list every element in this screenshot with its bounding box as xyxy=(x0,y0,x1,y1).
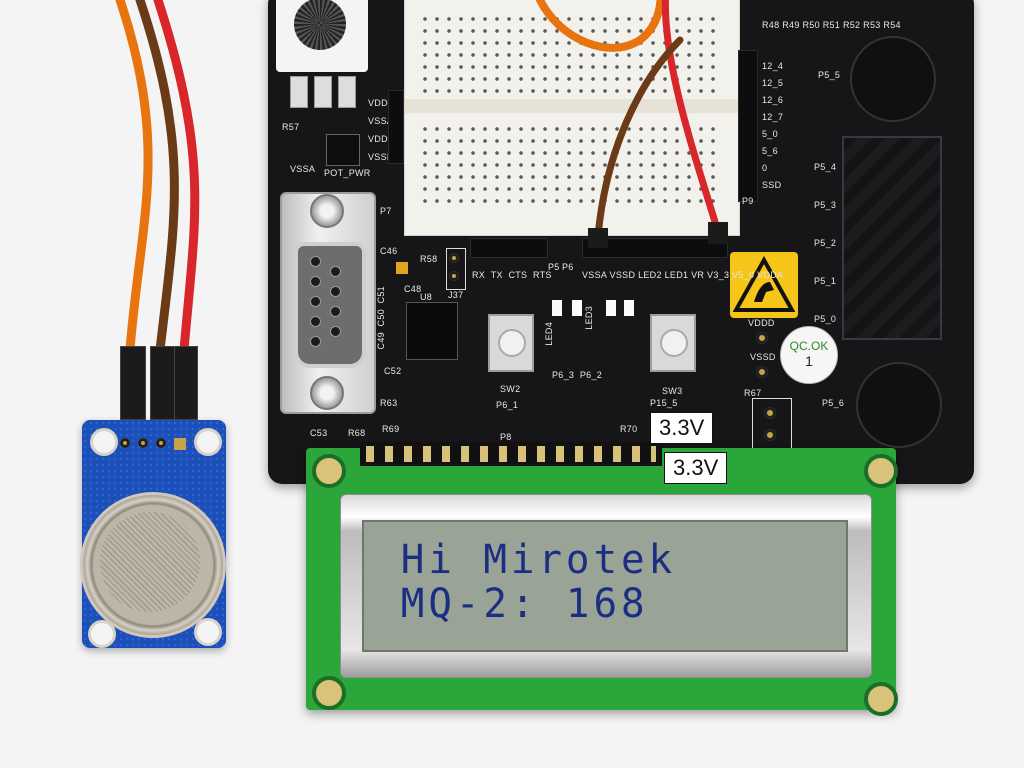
j37-header xyxy=(446,248,466,290)
silk-p12-labels: 12_4 12_5 12_6 12_7 5_0 5_6 0 SSD xyxy=(762,61,784,190)
silk-r58: R58 xyxy=(420,254,438,264)
silk-r70: R70 xyxy=(620,424,638,434)
lcd-text: Hi Mirotek MQ-2: 168 xyxy=(398,538,679,626)
wire-brown-sensor xyxy=(135,0,179,355)
db9-screw-bottom xyxy=(310,376,344,410)
capsense-button-top xyxy=(850,36,936,122)
silk-vddd-2: VDDD xyxy=(748,318,775,328)
silk-c52: C52 xyxy=(384,366,402,376)
potentiometer-knob[interactable] xyxy=(294,0,346,50)
capsense-button-bottom xyxy=(856,362,942,448)
silk-p15-5: P15_5 xyxy=(650,398,678,408)
silk-slider-labels: P5_4 P5_3 P5_2 P5_1 P5_0 xyxy=(814,162,837,324)
wire-brown-breadboard xyxy=(594,36,684,240)
lcd-line-2: MQ-2: 168 xyxy=(400,581,649,627)
silk-pot-pwr: POT_PWR xyxy=(324,168,371,178)
mq-mount-hole-br xyxy=(194,618,222,646)
mq-mount-hole-tl xyxy=(90,428,118,456)
silk-p6-3-p6-2: P6_3 P6_2 xyxy=(552,370,603,380)
lcd-pin-header xyxy=(360,442,662,466)
lcd-display-glass xyxy=(362,520,848,652)
voltage-label-lcd: 3.3V xyxy=(664,452,728,484)
mq-pin-row xyxy=(120,436,190,452)
pot-legs xyxy=(286,76,358,108)
tantalum-cap xyxy=(396,262,408,274)
silk-vssa-2: VSSA xyxy=(290,164,316,174)
silk-uart-labels: RX TX CTS RTS xyxy=(472,270,552,280)
sw2-button[interactable] xyxy=(488,314,534,372)
voltage-label-board: 3.3V xyxy=(650,412,714,444)
silk-p9: P9 xyxy=(742,196,754,206)
lcd-mount-hole-tl xyxy=(312,454,346,488)
silk-r69: R69 xyxy=(382,424,400,434)
silk-sw2: SW2 xyxy=(500,384,521,394)
lcd-mount-hole-bl xyxy=(312,676,346,710)
silk-c48: C48 xyxy=(404,284,422,294)
esd-hand-icon xyxy=(732,255,796,312)
silk-u8: U8 xyxy=(420,292,433,302)
lcd-mount-hole-tr xyxy=(864,454,898,488)
qc-number: 1 xyxy=(805,353,813,369)
pad-vddd xyxy=(756,332,768,344)
dupont-breadboard-2 xyxy=(708,222,728,244)
dupont-connector-1 xyxy=(120,346,146,420)
lcd-mount-hole-br xyxy=(864,682,898,716)
wire-orange-sensor xyxy=(115,0,153,355)
jumper-pad-1 xyxy=(764,407,776,419)
db9-screw-top xyxy=(310,194,344,228)
dupont-connector-3 xyxy=(174,346,198,420)
silk-c53: C53 xyxy=(310,428,328,438)
silk-p8: P8 xyxy=(500,432,512,442)
silk-r57: R57 xyxy=(282,122,300,132)
led-bank xyxy=(552,300,636,354)
silk-p7: P7 xyxy=(380,206,392,216)
silk-r-labels: R48 R49 R50 R51 R52 R53 R54 xyxy=(762,20,901,30)
silk-vssd-3: VSSD xyxy=(750,352,776,362)
silk-p6-1: P6_1 xyxy=(496,400,519,410)
silk-p5-5: P5_5 xyxy=(818,70,841,80)
breadboard-channel xyxy=(405,99,739,113)
silk-power-out-labels: VSSA VSSD LED2 LED1 VR V3_3 V5_0 VDDA xyxy=(582,270,784,280)
uart-pin-header xyxy=(470,238,548,258)
dupont-breadboard-1 xyxy=(588,228,608,248)
lcd-line-1: Hi Mirotek xyxy=(400,537,677,583)
silk-p5-6: P5_6 xyxy=(822,398,845,408)
esd-warning-label xyxy=(730,252,798,318)
qc-ok-sticker: QC.OK 1 xyxy=(780,326,838,384)
dupont-connector-2 xyxy=(150,346,176,420)
uart-ic-u8 xyxy=(406,302,458,360)
mq-mount-hole-tr xyxy=(194,428,222,456)
power-pin-header xyxy=(388,90,404,164)
wire-orange-breadboard xyxy=(536,0,665,52)
sw3-button[interactable] xyxy=(650,314,696,372)
silk-c46: C46 xyxy=(380,246,398,256)
silk-p6: P6 xyxy=(562,262,574,272)
silk-power-labels: VDDA VSSA VDDD VSSD xyxy=(368,98,395,162)
jumper-pad-2 xyxy=(764,429,776,441)
db9-shell xyxy=(294,242,366,368)
db9-pins xyxy=(306,256,346,347)
pad-vssd xyxy=(756,366,768,378)
silk-r67: R67 xyxy=(744,388,762,398)
qc-label: QC.OK xyxy=(789,339,829,353)
right-pin-header xyxy=(738,50,758,202)
capsense-slider xyxy=(842,136,942,340)
silk-j37: J37 xyxy=(448,290,464,300)
silk-sw3: SW3 xyxy=(662,386,683,396)
power-output-header xyxy=(582,238,728,258)
pot-pwr-jumper[interactable] xyxy=(326,134,360,166)
jumper-block xyxy=(752,398,792,454)
silk-r68: R68 xyxy=(348,428,366,438)
silk-r63: R63 xyxy=(380,398,398,408)
breadboard-holes-bottom xyxy=(419,123,723,207)
wire-red-sensor xyxy=(153,0,200,355)
silk-p5: P5 xyxy=(548,262,560,272)
wire-red-breadboard xyxy=(661,0,722,236)
mq2-sensor-mesh xyxy=(100,512,200,612)
